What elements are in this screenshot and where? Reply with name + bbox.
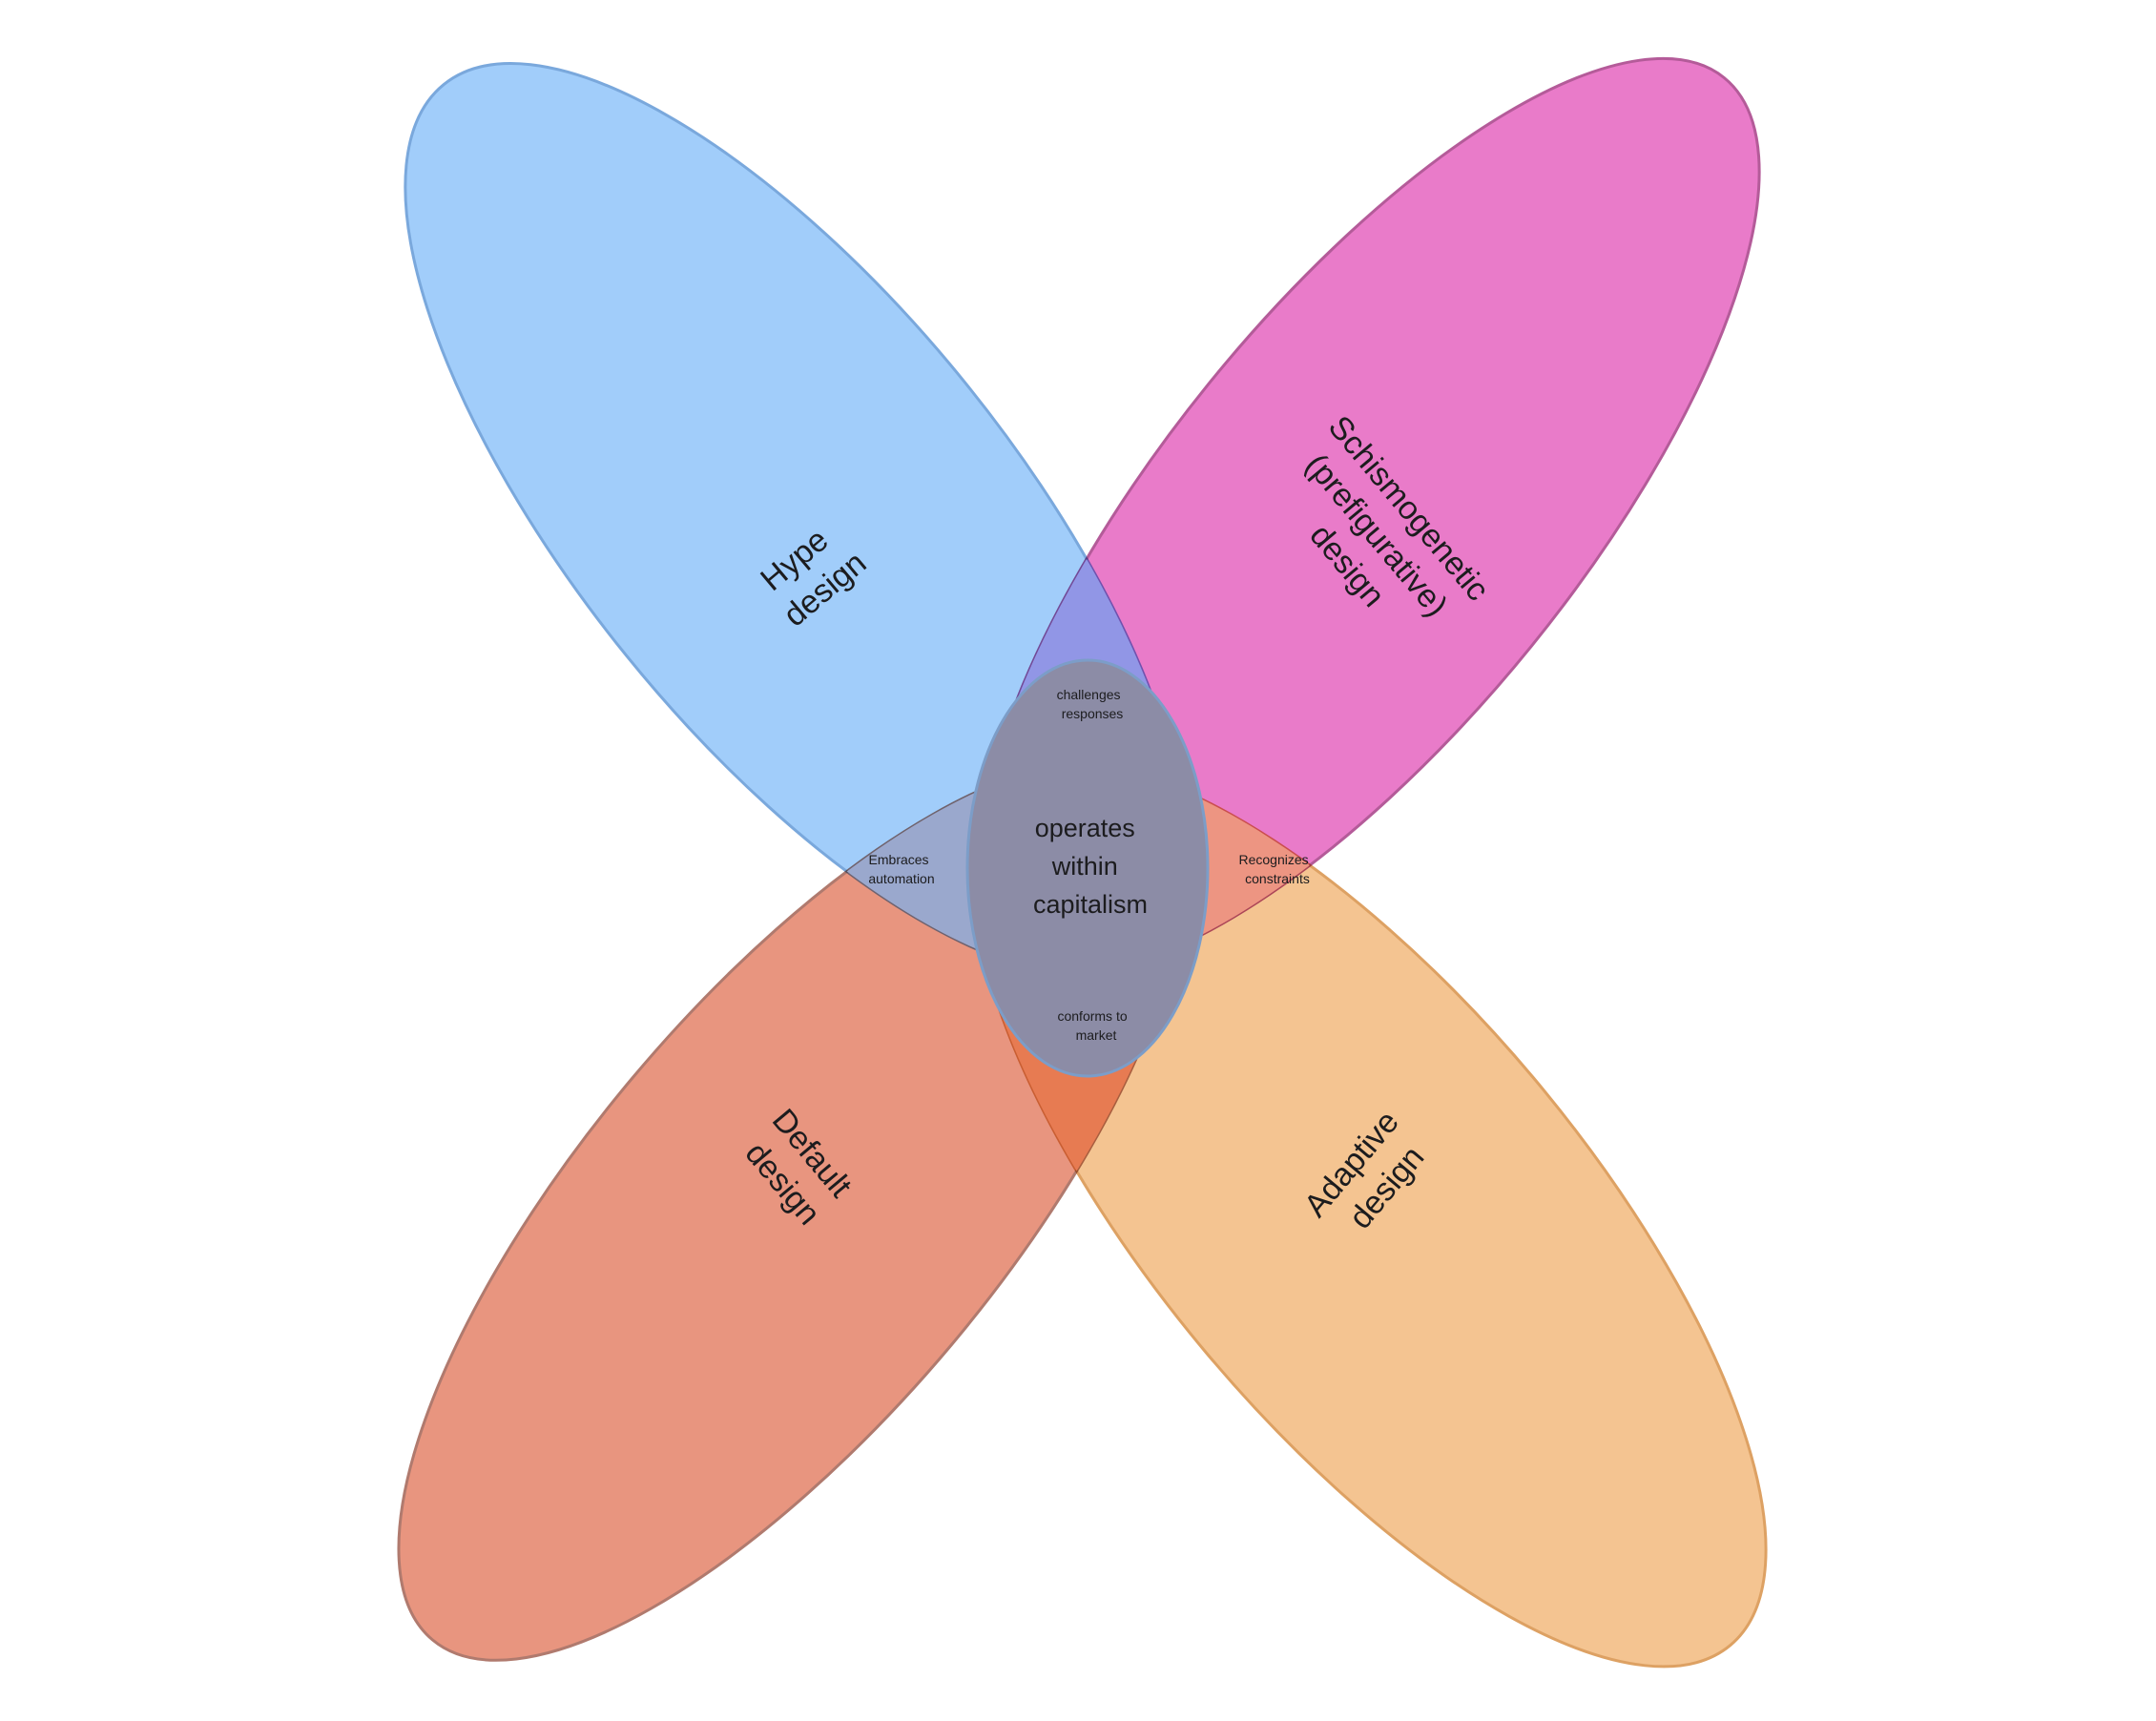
center-overlap-ellipse — [965, 658, 1210, 1078]
center-label: operates within capitalism — [1033, 814, 1148, 919]
overlap-top-label: challenges responses — [1057, 687, 1125, 721]
overlap-bottom-label: conforms to market — [1057, 1008, 1130, 1043]
overlap-right-label: Recognizes constraints — [1238, 852, 1312, 886]
overlap-left-label: Embraces automation — [868, 852, 934, 886]
